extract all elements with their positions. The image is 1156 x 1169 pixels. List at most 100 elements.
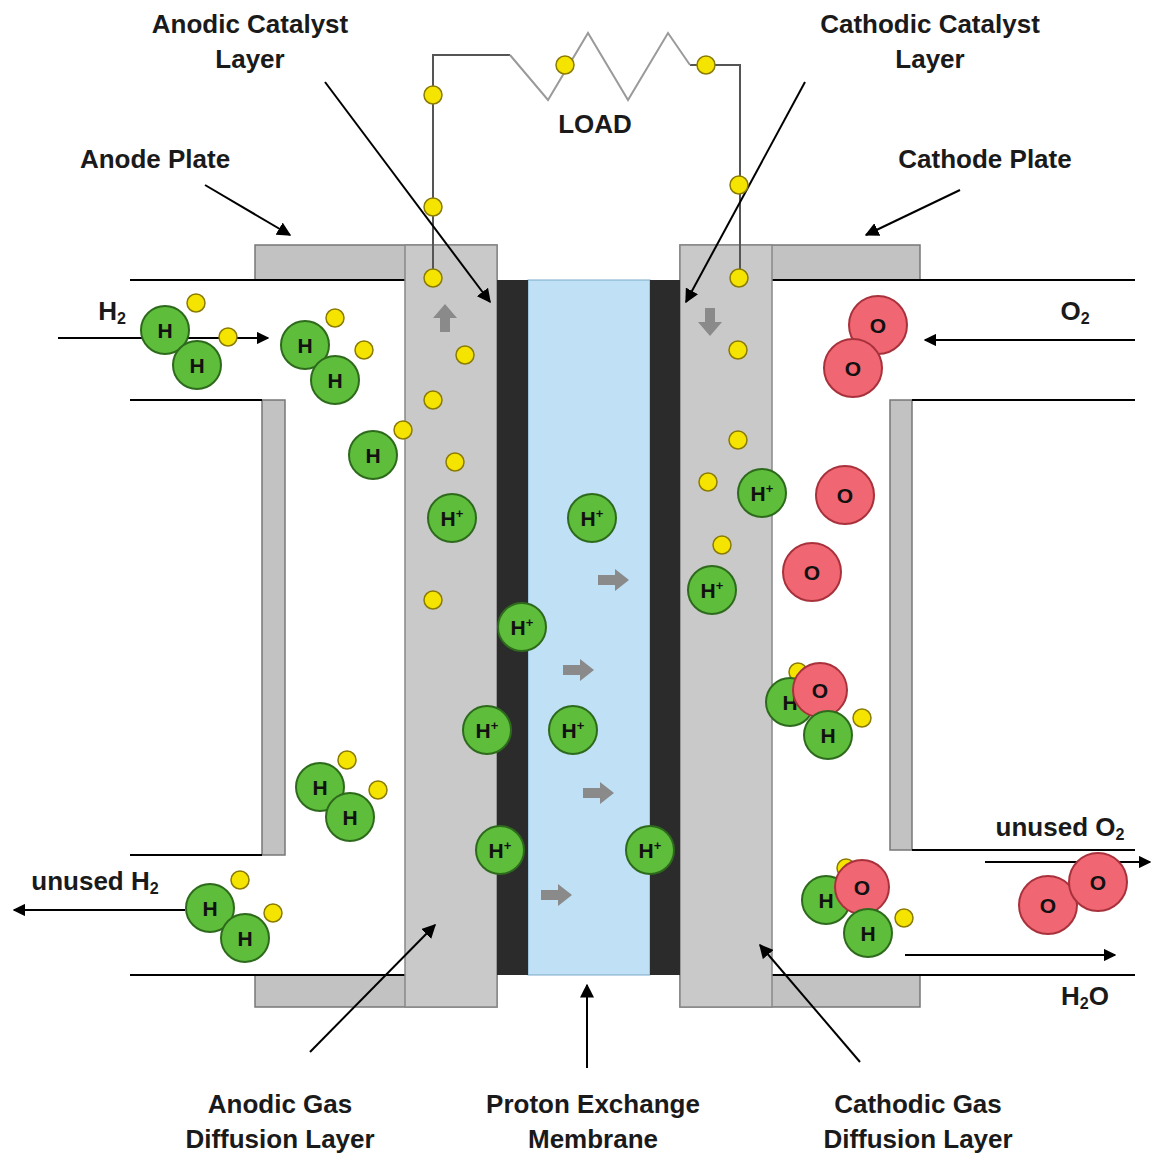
- atom-symbol: O: [845, 358, 861, 379]
- atom-symbol: H: [237, 928, 252, 949]
- atom-symbol: H: [342, 807, 357, 828]
- hydrogen-atom: H: [220, 913, 270, 963]
- electron-dot: [729, 341, 747, 359]
- part-label: H2: [82, 294, 142, 330]
- hydrogen-atom: H: [325, 792, 375, 842]
- electron-dot: [187, 294, 205, 312]
- load-resistor-symbol: [510, 33, 690, 100]
- proton-ion: H+: [475, 825, 525, 875]
- atom-symbol: H+: [701, 579, 724, 601]
- electron-dot: [699, 473, 717, 491]
- electron-dot: [424, 198, 442, 216]
- atom-symbol: H: [312, 777, 327, 798]
- electron-dot: [424, 591, 442, 609]
- atom-symbol: O: [812, 680, 828, 701]
- atom-symbol: H+: [751, 482, 774, 504]
- hydrogen-atom: H: [310, 355, 360, 405]
- anode-plate: [255, 245, 497, 1007]
- circuit-wire: [433, 55, 510, 280]
- electron-dot: [446, 453, 464, 471]
- oxygen-atom: O: [815, 465, 875, 525]
- part-label: H2O: [1040, 979, 1130, 1015]
- cathode-channel-walls: [772, 280, 1135, 975]
- part-label: O2: [1045, 294, 1105, 330]
- atom-symbol: H: [297, 335, 312, 356]
- electron-dot: [730, 176, 748, 194]
- electron-dot: [730, 269, 748, 287]
- part-label: Cathodic Gas Diffusion Layer: [798, 1087, 1038, 1157]
- proton-ion: H+: [687, 565, 737, 615]
- atom-symbol: H: [189, 355, 204, 376]
- electron-dot: [424, 269, 442, 287]
- part-label: Anodic Catalyst Layer: [130, 7, 370, 77]
- electron-dot: [424, 86, 442, 104]
- proton-flow-arrow: [541, 569, 629, 906]
- atom-symbol: H: [327, 370, 342, 391]
- oxygen-atom: O: [782, 542, 842, 602]
- proton-ion: H+: [737, 468, 787, 518]
- atom-symbol: H+: [581, 507, 604, 529]
- flow-arrow: [14, 338, 1150, 955]
- atom-symbol: H: [202, 898, 217, 919]
- atom-symbol: H: [820, 725, 835, 746]
- part-label: Cathodic Catalyst Layer: [795, 7, 1065, 77]
- proton-ion: H+: [427, 493, 477, 543]
- cathodic-gas-diffusion-layer: [680, 245, 772, 1007]
- electron-dot: [729, 431, 747, 449]
- atom-symbol: O: [1090, 872, 1106, 893]
- proton-ion: H+: [548, 705, 598, 755]
- atom-symbol: O: [804, 562, 820, 583]
- electrons: [187, 56, 913, 927]
- electron-dot: [338, 751, 356, 769]
- cathode-plate: [680, 245, 920, 1007]
- hydrogen-atom: H: [172, 340, 222, 390]
- part-label: Anode Plate: [55, 142, 255, 177]
- electron-dot: [895, 909, 913, 927]
- atom-symbol: O: [837, 485, 853, 506]
- atom-symbol: H: [818, 890, 833, 911]
- anodic-gas-diffusion-layer: [405, 245, 497, 1007]
- electron-dot: [556, 56, 574, 74]
- electron-dot: [713, 536, 731, 554]
- electron-dot: [326, 309, 344, 327]
- anode-channel-walls: [130, 280, 405, 975]
- proton-ion: H+: [462, 705, 512, 755]
- hydrogen-atom: H: [348, 430, 398, 480]
- atom-symbol: O: [870, 315, 886, 336]
- oxygen-atom: O: [792, 662, 848, 718]
- electron-dot: [853, 709, 871, 727]
- hydrogen-atom: H: [843, 908, 893, 958]
- electron-dot: [355, 341, 373, 359]
- proton-ion: H+: [625, 825, 675, 875]
- electron-dot: [264, 904, 282, 922]
- part-label: Anodic Gas Diffusion Layer: [165, 1087, 395, 1157]
- part-label: unused H2: [10, 864, 180, 900]
- electron-dot: [697, 56, 715, 74]
- atom-symbol: H: [157, 320, 172, 341]
- oxygen-atom: O: [1068, 852, 1128, 912]
- oxygen-atom: O: [834, 859, 890, 915]
- atom-symbol: O: [854, 877, 870, 898]
- part-label: Proton Exchange Membrane: [458, 1087, 728, 1157]
- hydrogen-atom: H: [803, 710, 853, 760]
- electron-dot: [219, 328, 237, 346]
- proton-ion: H+: [567, 493, 617, 543]
- electron-dot: [424, 391, 442, 409]
- electron-dot: [456, 346, 474, 364]
- atom-symbol: H: [860, 923, 875, 944]
- part-label: unused O2: [975, 810, 1145, 846]
- oxygen-atom: O: [823, 338, 883, 398]
- atom-symbol: H+: [441, 507, 464, 529]
- atom-symbol: O: [1040, 895, 1056, 916]
- leader-line: [205, 82, 960, 1068]
- atom-symbol: H+: [489, 839, 512, 861]
- proton-ion: H+: [497, 602, 547, 652]
- atom-symbol: H+: [639, 839, 662, 861]
- electron-dot: [369, 781, 387, 799]
- part-label: LOAD: [535, 107, 655, 142]
- atom-symbol: H+: [476, 719, 499, 741]
- atom-symbol: H+: [511, 616, 534, 638]
- electron-dot: [231, 871, 249, 889]
